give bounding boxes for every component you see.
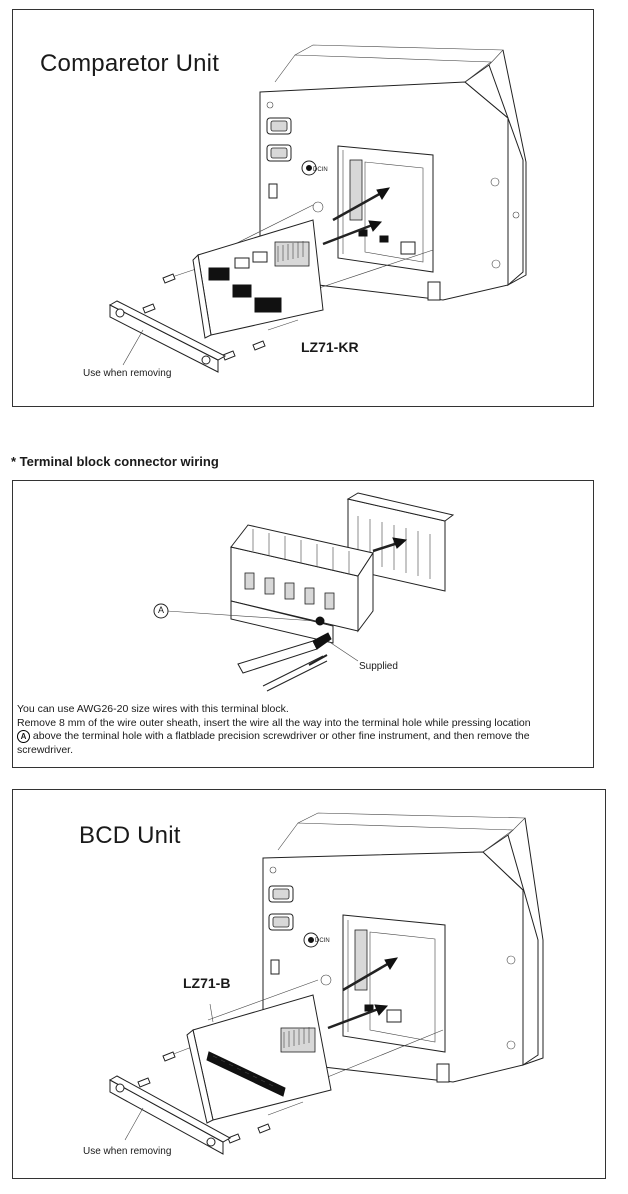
comparator-unit-illustration — [108, 44, 527, 373]
screws — [142, 273, 266, 361]
supplied-label: Supplied — [359, 661, 398, 672]
bcd-screws — [137, 1051, 271, 1144]
bcd-insertion-arrows — [327, 957, 399, 1030]
comparator-unit-panel: Comparetor Unit — [12, 9, 594, 407]
screwdriver — [237, 632, 332, 674]
callout-a-leader — [166, 610, 317, 622]
connection-arrow — [372, 537, 408, 553]
lz71-kr-label: LZ71-KR — [301, 339, 359, 355]
wiring-instructions: You can use AWG26-20 size wires with thi… — [17, 703, 577, 757]
lz71-b-label: LZ71-B — [183, 975, 231, 991]
bcd-unit-illustration — [108, 812, 544, 1155]
bcd-removal-bracket — [108, 1075, 232, 1155]
removal-bracket — [108, 300, 227, 373]
callout-a-circle — [153, 603, 169, 619]
bcd-removing-label: Use when removing — [83, 1146, 172, 1157]
lz71-b-leader — [209, 1003, 214, 1023]
wire — [262, 654, 328, 692]
terminal-block-panel: A Supplied — [12, 480, 594, 768]
bcd-unit-title: BCD Unit — [79, 822, 181, 849]
bcd-housing — [262, 812, 544, 1083]
terminal-block-illustration — [153, 492, 455, 692]
wiring-note-line-1: You can use AWG26-20 size wires with thi… — [17, 703, 289, 715]
comparator-unit-title: Comparetor Unit — [40, 50, 220, 77]
circle-a-icon: A — [17, 730, 30, 743]
wiring-note-line-3-wrap: A above the terminal hole with a flatbla… — [17, 730, 577, 757]
insertion-arrows — [322, 187, 391, 246]
lz71-kr-board — [192, 201, 324, 339]
terminal-block-heading: * Terminal block connector wiring — [11, 454, 219, 469]
wiring-note-line-3: above the terminal hole with a flatblade… — [17, 730, 530, 756]
supplied-leader — [327, 640, 359, 662]
bcd-unit-panel: BCD Unit — [12, 789, 606, 1179]
comparator-dcin-label: DCIN — [313, 167, 328, 173]
lz71-b-board — [186, 974, 332, 1124]
bcd-dcin-label: DCIN — [315, 938, 330, 944]
wiring-note-line-2: Remove 8 mm of the wire outer sheath, in… — [17, 716, 531, 729]
comparator-removing-label: Use when removing — [83, 368, 172, 379]
callout-a-label: A — [157, 605, 164, 615]
terminal-block-plug — [230, 524, 374, 644]
